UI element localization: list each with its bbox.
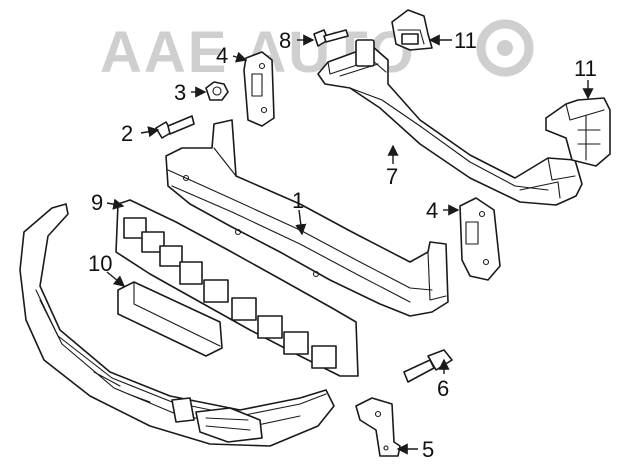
- bracket-part-11-top: [391, 9, 433, 51]
- mount-plate-part-4-right: [459, 197, 501, 281]
- leader-4-upper: [232, 51, 248, 63]
- bumper-cover: [19, 203, 335, 447]
- nut-part-3: [205, 81, 229, 101]
- leader-10: [106, 271, 126, 287]
- callout-3: 3: [174, 80, 186, 105]
- upper-beam-part-7: [317, 39, 583, 206]
- callout-10: 10: [88, 251, 112, 276]
- callout-9: 9: [91, 190, 103, 215]
- watermark-logo-dot: [497, 40, 513, 56]
- callout-4-right: 4: [426, 198, 438, 223]
- absorber-part-9: [115, 199, 359, 377]
- callout-11-top: 11: [454, 28, 477, 53]
- leader-9: [106, 198, 125, 210]
- insert-part-10: [117, 281, 223, 357]
- callout-8: 8: [279, 28, 291, 53]
- bracket-part-11-right: [545, 97, 611, 167]
- bolt-part-2: [155, 115, 195, 139]
- watermark-logo-ring: [476, 19, 534, 77]
- bracket-part-5: [355, 397, 401, 457]
- callout-5: 5: [422, 437, 434, 462]
- bumper-beam-part-1: [165, 119, 449, 317]
- callout-6: 6: [437, 376, 449, 401]
- callout-2: 2: [121, 121, 133, 146]
- mount-plate-part-4-upper: [243, 51, 275, 127]
- leader-lines: [106, 34, 594, 455]
- callout-7: 7: [386, 164, 398, 189]
- callout-labels: 1 2 3 4 4 5 6 7 8 9 10 11 11: [88, 28, 597, 462]
- leader-1: [295, 209, 307, 236]
- bolt-part-8: [313, 29, 349, 47]
- callout-4-upper: 4: [216, 43, 228, 68]
- leader-2: [140, 126, 160, 138]
- callout-11-right: 11: [574, 56, 597, 81]
- callout-1: 1: [292, 188, 304, 213]
